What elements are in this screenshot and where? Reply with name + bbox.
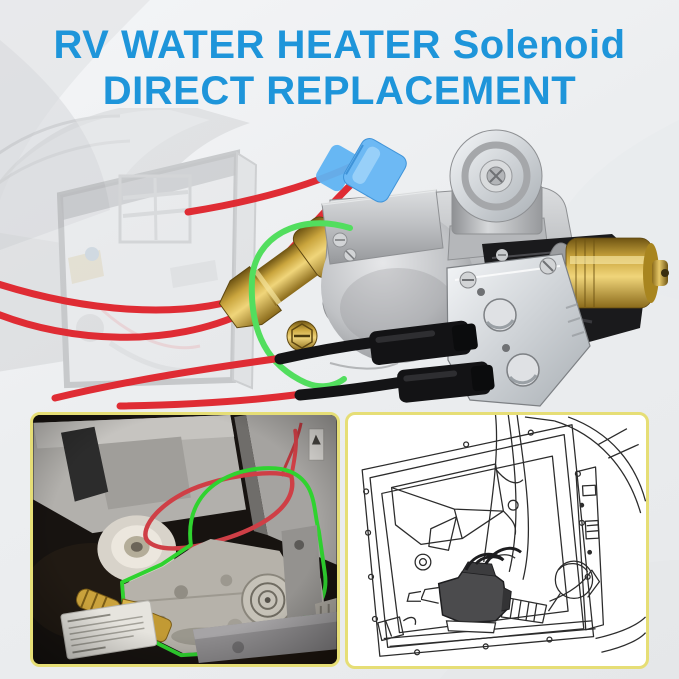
installed-photo-panel xyxy=(30,412,340,667)
installed-photo xyxy=(33,415,337,664)
black-terminal-connectors xyxy=(51,320,495,410)
title-line-2: DIRECT REPLACEMENT xyxy=(102,69,577,113)
title-line-1: RV WATER HEATER Solenoid xyxy=(53,23,626,67)
green-wire xyxy=(248,220,353,390)
product-photo-gas-valve-solenoid xyxy=(0,108,669,410)
brass-hex-screw xyxy=(286,320,318,352)
compartment-line-diagram xyxy=(361,415,646,657)
diagram-panel xyxy=(345,412,649,669)
blue-spade-connector xyxy=(316,138,407,203)
regulator-cap xyxy=(447,129,549,261)
solenoid-valve-in-diagram xyxy=(406,546,522,634)
headline: RV WATER HEATER Solenoid DIRECT REPLACEM… xyxy=(0,22,679,114)
ghost-water-heater-unit xyxy=(0,108,258,390)
